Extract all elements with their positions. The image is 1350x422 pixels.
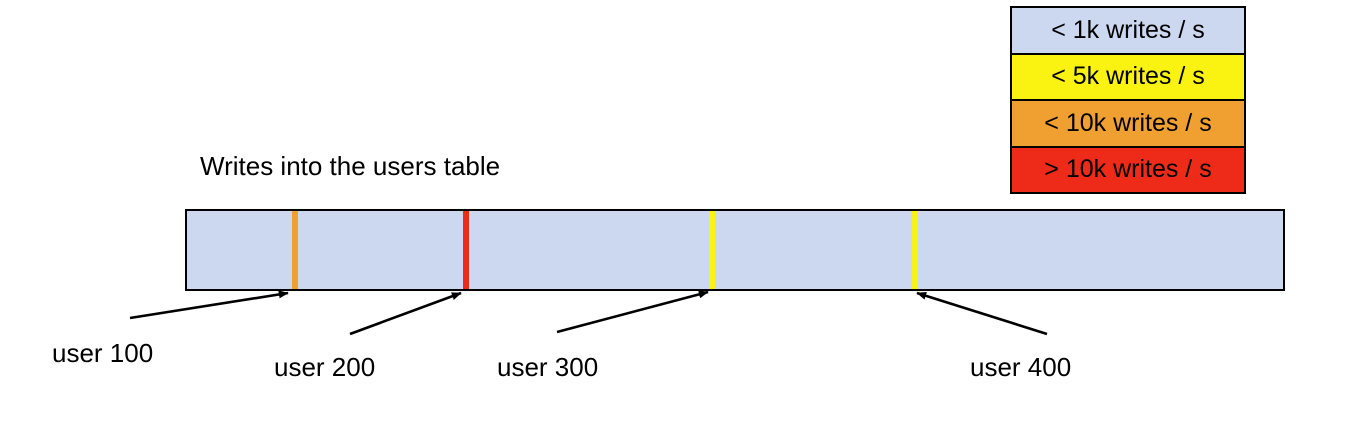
user-300-arrow: [556, 290, 709, 334]
callout-label-user-300: user 300: [497, 352, 599, 382]
user-400-arrow: [916, 291, 1048, 336]
legend-item-gt-10k: > 10k writes / s: [1012, 147, 1244, 192]
callout-label-user-200: user 200: [274, 352, 376, 382]
user-300-stripe: [709, 211, 716, 289]
bar-title: Writes into the users table: [200, 151, 501, 181]
legend-item-lt-1k: < 1k writes / s: [1012, 8, 1244, 55]
callout-label-user-400: user 400: [970, 352, 1072, 382]
callout-label-user-100: user 100: [52, 338, 154, 368]
legend: < 1k writes / s < 5k writes / s < 10k wr…: [1010, 6, 1246, 194]
users-table-bar: [185, 209, 1285, 291]
legend-item-label: < 10k writes / s: [1044, 108, 1212, 137]
legend-item-lt-10k: < 10k writes / s: [1012, 101, 1244, 148]
user-400-stripe: [912, 211, 919, 289]
legend-item-lt-5k: < 5k writes / s: [1012, 54, 1244, 101]
user-100-stripe: [291, 211, 298, 289]
legend-item-label: < 1k writes / s: [1051, 15, 1205, 44]
legend-item-label: < 5k writes / s: [1051, 62, 1205, 91]
user-100-arrow: [129, 290, 289, 320]
user-200-stripe: [462, 211, 469, 289]
legend-item-label: > 10k writes / s: [1044, 155, 1212, 184]
user-200-arrow: [349, 291, 462, 336]
